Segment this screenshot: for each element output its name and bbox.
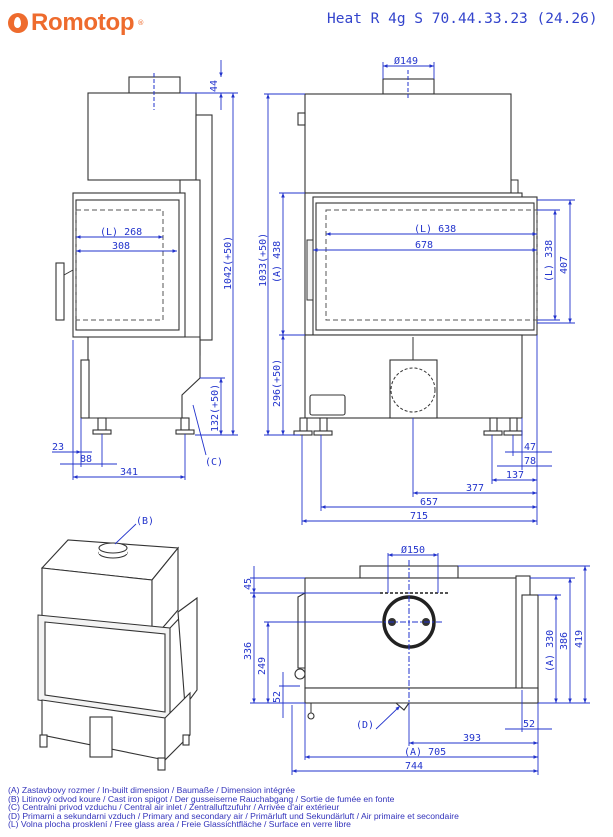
dim-air-inlet-height: 132(+50) [210,384,221,432]
dim-336: 336 [243,642,254,660]
model-title: Heat R 4g S 70.44.33.23 (24.26) [327,11,598,27]
isometric-view: (B) [37,516,198,771]
dim-total-height: 1042(+50) [223,236,234,290]
top-view [294,560,539,720]
dim-total-height: 1033(+50) [258,233,269,287]
dim-door-height: 407 [559,256,570,274]
dim-door-width: 308 [112,241,130,252]
dim-137: 137 [506,470,524,481]
front-view [293,70,538,436]
dim-glass-height: (L) 338 [544,240,555,282]
dim-52-left: 52 [272,691,283,703]
dim-715: 715 [410,511,428,522]
dim-45: 45 [243,578,254,590]
dim-657: 657 [420,497,438,508]
dim-glass-width: (L) 268 [100,227,142,238]
dim-249: 249 [257,657,268,675]
dim-88: 88 [80,454,92,465]
dim-depth: 341 [120,467,138,478]
dim-base-height: 296(+50) [272,359,283,407]
dim-flue-diameter: Ø150 [401,544,425,556]
dim-built-in-width: (A) 705 [404,747,446,758]
dim-377: 377 [466,483,484,494]
dim-47: 47 [524,442,536,453]
brand-name: Romotop [31,9,135,36]
legend: (A) Zastavbovy rozmer / In-built dimensi… [8,786,459,829]
dim-built-in-height: (A) 438 [272,241,283,283]
dim-419: 419 [574,630,585,648]
dim-23: 23 [52,442,64,453]
label-b: (B) [136,516,154,527]
label-d: (D) [356,720,374,731]
legend-item-l: (L) Volna plocha prosklení / Free glass … [8,819,351,830]
dim-flue-diameter: Ø149 [394,55,418,67]
flame-logo-icon [8,13,28,33]
legend-item-d: (D) Primarni a sekundarni vzduch / Prima… [8,810,459,821]
brand-logo: Romotop® [8,9,144,37]
label-c: (C) [205,457,223,468]
legend-item-b: (B) Litinový odvod koure / Cast iron spi… [8,793,395,804]
dim-flue-height: 44 [209,80,220,92]
dim-393: 393 [463,733,481,744]
legend-item-a: (A) Zastavbovy rozmer / In-built dimensi… [8,785,296,795]
dim-78: 78 [524,456,536,467]
side-view [55,73,213,435]
dim-built-in-depth: (A) 330 [545,630,556,672]
legend-item-c: (C) Centralni privod vzduchu / Central a… [8,802,340,813]
front-view-dimensions: Ø149 1033(+50) (A) 438 296(+50) (L) 638 … [258,55,575,525]
dim-total-width: 744 [405,761,423,772]
dim-52-right: 52 [523,719,535,730]
top-view-dimensions: Ø150 45 336 249 52 (A) 330 386 419 52 39… [243,544,590,775]
dim-glass-width: (L) 638 [414,224,456,235]
dim-door-width: 678 [415,240,433,251]
side-view-dimensions: 44 1042(+50) 132(+50) (L) 268 308 23 88 … [52,60,238,480]
dim-386: 386 [559,632,570,650]
